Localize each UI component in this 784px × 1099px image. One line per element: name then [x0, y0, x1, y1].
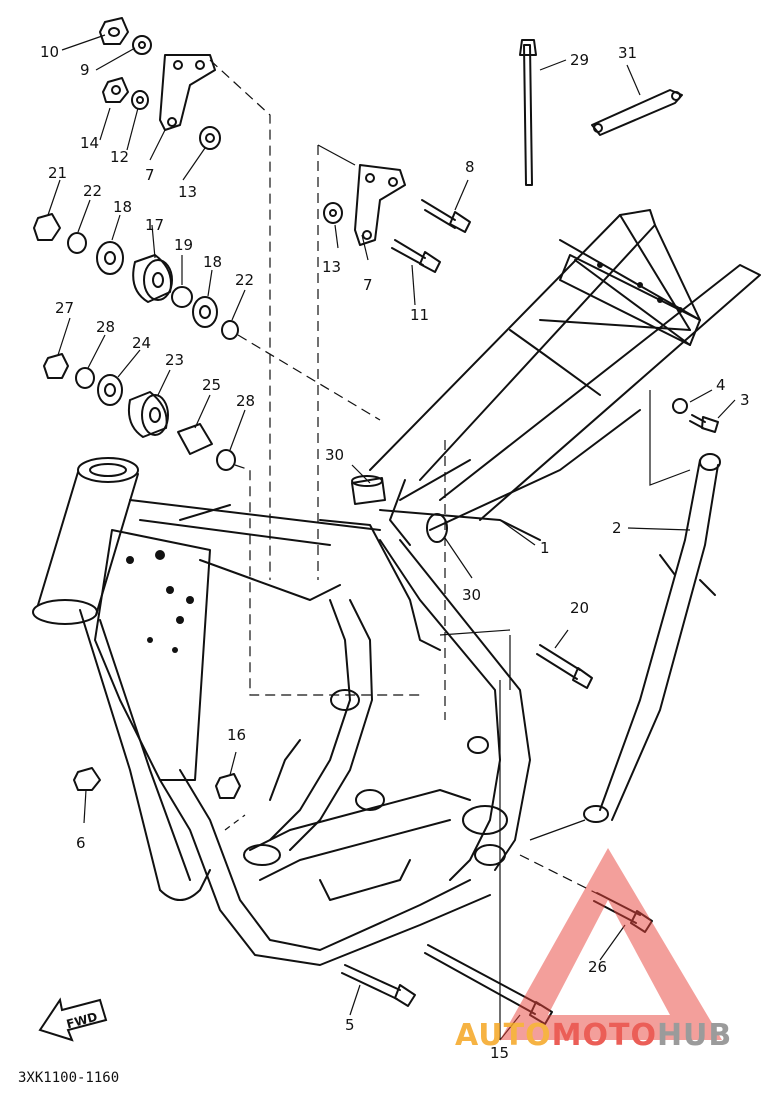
bolt-20	[536, 644, 593, 689]
callout-23: 23	[165, 351, 184, 369]
callout-14: 14	[80, 134, 99, 152]
callout-21: 21	[48, 164, 67, 182]
collar-13-mid	[323, 202, 343, 224]
callout-8: 8	[465, 158, 475, 176]
washer-9	[132, 35, 152, 55]
callout-24: 24	[132, 334, 151, 352]
callout-18b: 18	[203, 253, 222, 271]
cable-tie	[519, 39, 537, 186]
callout-29: 29	[570, 51, 589, 69]
callout-4: 4	[716, 376, 726, 394]
callout-22b: 22	[235, 271, 254, 289]
rubber-band	[591, 89, 683, 136]
callout-30b: 30	[462, 586, 481, 604]
callout-19: 19	[174, 236, 193, 254]
collar-19	[171, 286, 193, 308]
callout-26: 26	[588, 958, 607, 976]
collar-18-right	[192, 296, 218, 328]
washer-4	[672, 398, 688, 414]
steering-head	[32, 457, 139, 625]
callout-16: 16	[227, 726, 246, 744]
callout-13b: 13	[322, 258, 341, 276]
callout-6: 6	[76, 834, 86, 852]
fwd-arrow: FWD	[38, 997, 108, 1042]
nut-14	[102, 77, 129, 103]
callout-7b: 7	[363, 276, 373, 294]
washer-28-right	[216, 449, 236, 471]
watermark-auto: AUTO	[455, 1018, 552, 1053]
collar-24	[97, 374, 123, 406]
callout-15: 15	[490, 1044, 509, 1062]
watermark-triangle-icon	[500, 848, 722, 1040]
bolt-5	[341, 964, 416, 1007]
engine-bracket-upper	[159, 54, 216, 131]
callout-12: 12	[110, 148, 129, 166]
grommet-30-left	[351, 475, 386, 505]
callout-18a: 18	[113, 198, 132, 216]
collar-18-left	[96, 241, 124, 275]
callout-9: 9	[80, 61, 90, 79]
callout-2: 2	[612, 519, 622, 537]
washer-22-left	[67, 232, 87, 254]
watermark-hub: HUB	[657, 1018, 732, 1053]
nut-27	[43, 353, 69, 379]
callout-10: 10	[40, 43, 59, 61]
nut-6	[73, 767, 101, 791]
callout-13a: 13	[178, 183, 197, 201]
callout-1: 1	[540, 539, 550, 557]
callout-11: 11	[410, 306, 429, 324]
rear-stay	[583, 453, 721, 823]
callout-28a: 28	[96, 318, 115, 336]
nut-16	[215, 773, 241, 799]
callout-27: 27	[55, 299, 74, 317]
washer-12	[131, 90, 149, 110]
watermark: AUTOMOTOHUB	[455, 848, 732, 1053]
callout-25: 25	[202, 376, 221, 394]
diagram-code: 3XK1100-1160	[18, 1070, 119, 1086]
damper-23	[127, 391, 169, 438]
bolt-3	[689, 414, 719, 433]
callout-17: 17	[145, 216, 164, 234]
watermark-moto: MOTO	[552, 1018, 657, 1053]
collar-25	[177, 423, 213, 455]
callout-31: 31	[618, 44, 637, 62]
washer-28-left	[75, 367, 95, 389]
washer-22-right	[221, 320, 239, 340]
grommet-30-right	[426, 513, 448, 543]
damper-17	[132, 254, 173, 303]
svg-text:AUTOMOTOHUB: AUTOMOTOHUB	[455, 1018, 732, 1053]
collar-13-upper	[199, 126, 221, 150]
nut-10	[99, 17, 129, 45]
callout-30a: 30	[325, 446, 344, 464]
callout-22a: 22	[83, 182, 102, 200]
callout-28b: 28	[236, 392, 255, 410]
callout-20: 20	[570, 599, 589, 617]
bolt-11	[391, 239, 441, 273]
callout-3: 3	[740, 391, 750, 409]
callout-5: 5	[345, 1016, 355, 1034]
callout-labels: 1 2 3 4 5 6 7 7 8 9 10 11 12 13 13 14 15…	[40, 43, 750, 1062]
nut-21	[33, 213, 61, 241]
bolt-8	[421, 199, 471, 233]
callout-7a: 7	[145, 166, 155, 184]
engine-bracket-mid	[354, 164, 406, 246]
